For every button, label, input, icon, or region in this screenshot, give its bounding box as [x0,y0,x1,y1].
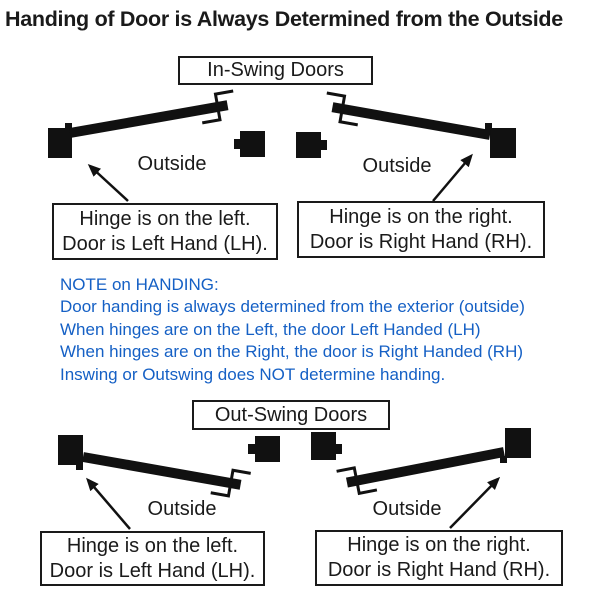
arrow-to-left-hinge [87,163,129,202]
caption-line: Hinge is on the right. [347,534,531,556]
arrow-to-left-hinge-outswing [86,477,131,530]
out-swing-left-door-icon [58,435,280,501]
in-swing-header-box: In-Swing Doors [178,56,373,85]
caption-line: Hinge is on the right. [329,205,513,228]
arrow-to-right-hinge-outswing [449,476,501,529]
caption-line: Door is Right Hand (RH). [327,559,551,581]
caption-line: Door is Right Hand (RH). [309,230,533,253]
caption-line: Hinge is on the left. [79,207,251,230]
out-swing-header-label: Out-Swing Doors [214,403,368,426]
out-swing-right-caption-box: Hinge is on the right. Door is Right Han… [315,530,563,586]
handing-note: NOTE on HANDING: Door handing is always … [60,274,580,386]
outside-label-out-swing-right: Outside [372,498,442,520]
in-swing-right-door-icon [296,91,516,158]
outside-label-out-swing-left: Outside [147,498,217,520]
in-swing-header-label: In-Swing Doors [207,59,344,81]
out-swing-header-box: Out-Swing Doors [192,400,390,430]
in-swing-right-caption-box: Hinge is on the right. Door is Right Han… [297,201,545,258]
out-swing-left-caption-box: Hinge is on the left. Door is Left Hand … [40,531,265,586]
caption-line: Door is Left Hand (LH). [49,559,256,582]
in-swing-left-door-icon [48,89,265,158]
page-title: Handing of Door is Always Determined fro… [5,7,563,31]
in-swing-left-caption-box: Hinge is on the left. Door is Left Hand … [52,203,278,260]
outside-label-in-swing-left: Outside [137,153,207,175]
note-line: Door handing is always determined from t… [60,297,525,317]
note-line: When hinges are on the Right, the door i… [60,342,524,362]
outside-label-in-swing-right: Outside [362,155,432,177]
note-line: When hinges are on the Left, the door Le… [60,319,481,339]
note-heading: NOTE on HANDING: [60,275,219,294]
arrow-to-right-hinge [432,153,473,202]
out-swing-right-door-icon [311,428,531,499]
caption-line: Hinge is on the left. [66,534,239,557]
caption-line: Door is Left Hand (LH). [62,232,268,255]
note-line: Inswing or Outswing does NOT determine h… [60,364,446,384]
